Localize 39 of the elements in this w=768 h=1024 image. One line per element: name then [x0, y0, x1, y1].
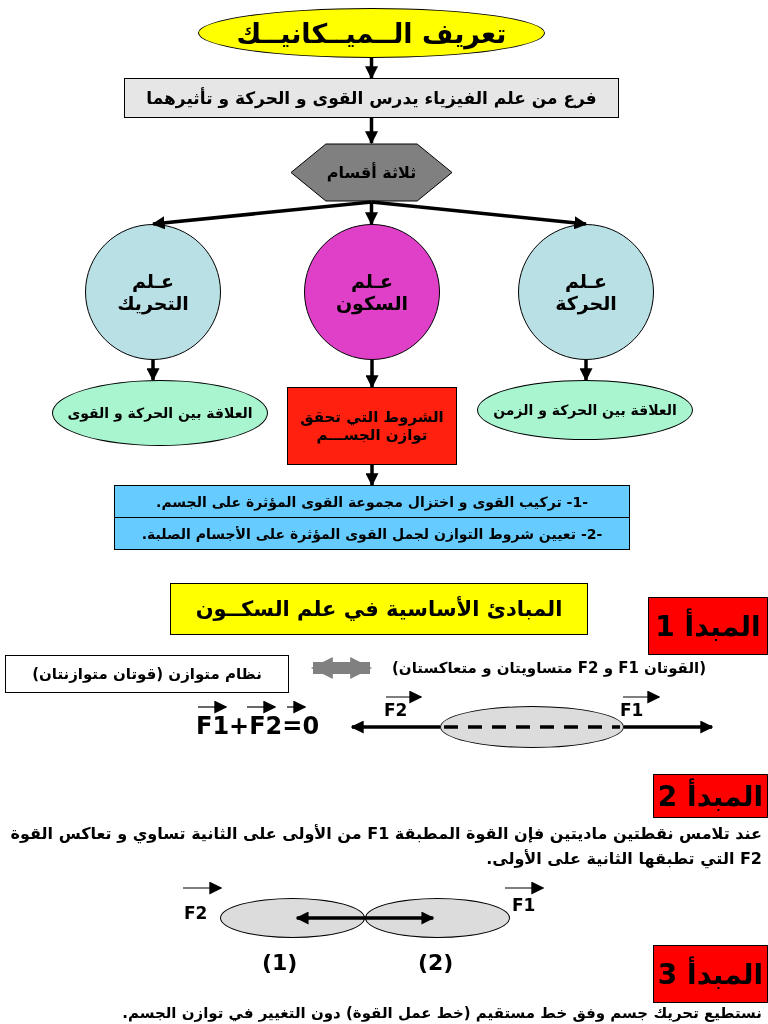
arrow [365, 202, 378, 226]
task-box: -1- تركيب القوى و اختزال مجموعة القوى المؤثرة على الجسم. [114, 485, 630, 518]
arrow [365, 360, 379, 389]
arrow [579, 360, 593, 382]
part-label: (2) [418, 950, 454, 975]
principle-box: المبدأ 3 [653, 945, 768, 1003]
branch-circle: عـلم الحركة [518, 224, 654, 360]
arrow [371, 200, 588, 230]
arrow [146, 360, 160, 382]
arrow [624, 720, 714, 734]
paragraph: نستطيع تحريك جسم وفق خط مستقيم (خط عمل القوة) دون التغيير في توازن الجسم. [121, 1003, 762, 1024]
part-label: (1) [262, 950, 298, 975]
relation-ellipse: العلاقة بين الحركة و الزمن [477, 380, 693, 440]
equation: F1+F2=0 [196, 712, 320, 740]
paragraph: عند تلامس نقطتين ماديتين فإن القوة المطبقة F1 من الأولى على الثانية تساوي و تعاكس القوة F2 التي تطبقها الثانية على الأولى. [9, 823, 762, 871]
relation-ellipse: العلاقة بين الحركة و القوى [52, 380, 268, 446]
force-label: F2 [384, 700, 408, 720]
definition-box: فرع من علم الفيزياء يدرس القوى و الحركة و تأثيرهما [124, 78, 619, 118]
force-label: F1 [512, 895, 536, 915]
arrow [365, 58, 378, 80]
arrow [365, 118, 378, 145]
category-hexagon: ثلاثة أقسام [290, 143, 453, 202]
arrow [365, 465, 379, 487]
arrow [310, 657, 373, 679]
balanced-system-box: نظام متوازن (قوتان متوازنتان) [5, 655, 289, 693]
branch-circle: عـلم التحريك [85, 224, 221, 360]
arrow [350, 720, 440, 734]
arrow [295, 911, 435, 925]
principle-box: المبدأ 1 [648, 597, 768, 655]
force-label: F1 [620, 700, 644, 720]
heading-box: المبادئ الأساسية في علم السكــون [170, 583, 588, 635]
principle-box: المبدأ 2 [653, 774, 768, 818]
conditions-box: الشروط التي تحقق توازن الجســـم [287, 387, 457, 465]
task-box: -2- تعيين شروط التوازن لجمل القوى المؤثرة على الأجسام الصلبة. [114, 517, 630, 550]
title-ellipse: تعريف الــميــكانيــك [198, 8, 545, 58]
statement-text: (القوتان F1 و F2 متساويتان و متعاكستان) [392, 656, 768, 680]
branch-circle: عـلم السكون [304, 224, 440, 360]
force-label: F2 [184, 903, 208, 923]
arrow [151, 200, 372, 230]
